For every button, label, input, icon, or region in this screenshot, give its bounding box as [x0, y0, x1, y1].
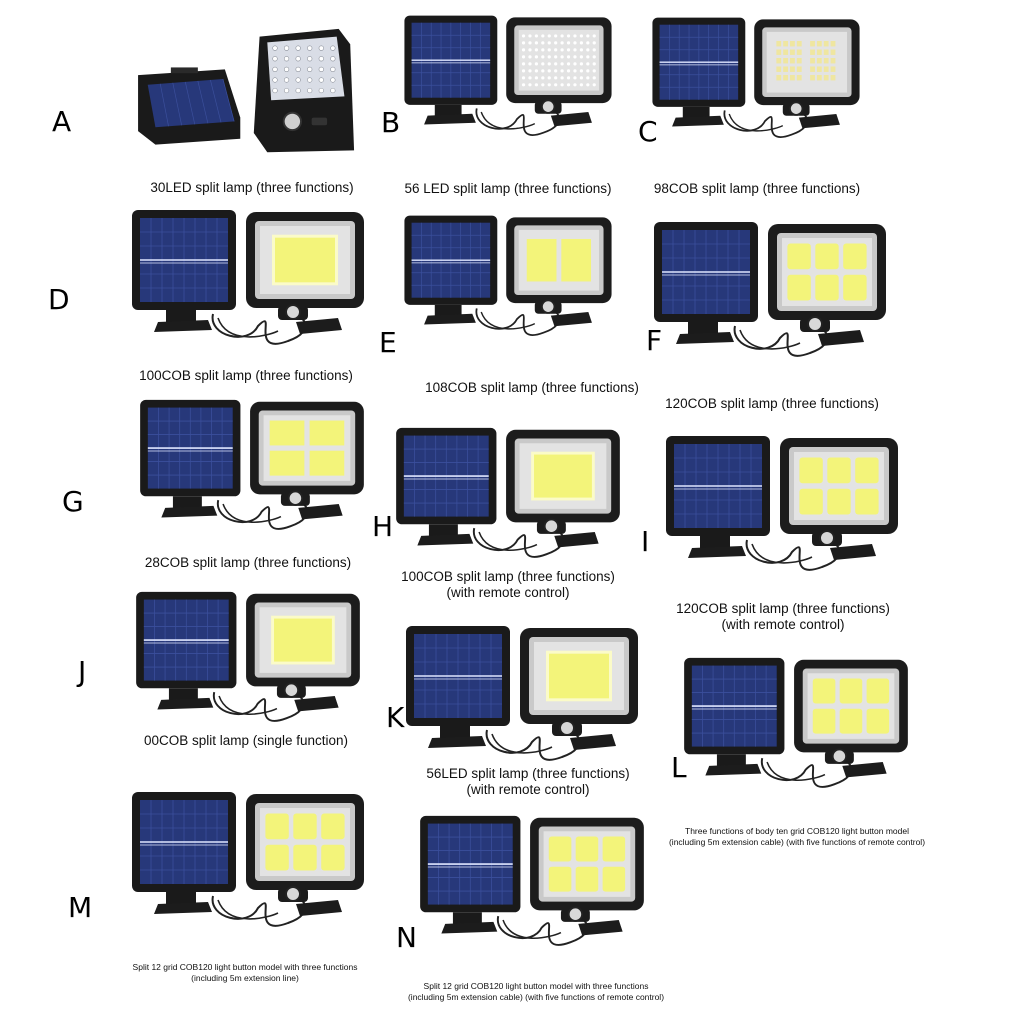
variant-caption-line: 98COB split lamp (three functions)	[653, 181, 861, 196]
solar-lamp-image-e	[404, 215, 612, 336]
variant-caption: Split 12 grid COB120 light button model …	[95, 962, 395, 983]
variant-caption-line: 56LED split lamp (three functions)	[426, 766, 630, 781]
variant-caption-line: 28COB split lamp (three functions)	[144, 555, 352, 570]
solar-lamp-image-a	[138, 28, 355, 153]
variant-letter-label: F	[646, 324, 663, 357]
variant-caption-line: 120COB split lamp (three functions)	[676, 601, 890, 616]
variant-caption-line: 100COB split lamp (three functions)	[401, 569, 615, 584]
variant-letter-label: L	[671, 751, 687, 784]
variant-caption-line: (including 5m extension line)	[191, 972, 299, 983]
variant-caption: 28COB split lamp (three functions)	[98, 555, 398, 571]
solar-lamp-image-m	[132, 792, 364, 927]
variant-caption-line: (with remote control)	[466, 782, 590, 797]
solar-lamp-image-f	[654, 222, 886, 357]
variant-letter-label: M	[68, 891, 93, 924]
solar-lamp-image-l	[684, 657, 908, 788]
variant-caption: 100COB split lamp (three functions)	[96, 368, 396, 384]
solar-lamp-image-k	[406, 626, 638, 761]
variant-letter-label: H	[372, 510, 394, 543]
solar-lamp-image-i	[666, 436, 898, 571]
variant-caption-line: (including 5m extension cable) (with fiv…	[407, 991, 665, 1002]
variant-letter-label: J	[78, 655, 87, 688]
variant-letter-label: E	[379, 326, 397, 359]
variant-letter-label: K	[386, 701, 405, 734]
solar-lamp-image-g	[140, 399, 364, 530]
variant-caption-line: 120COB split lamp (three functions)	[665, 396, 879, 411]
variant-caption-line: Split 12 grid COB120 light button model …	[423, 981, 649, 991]
variant-caption-line: 30LED split lamp (three functions)	[150, 180, 354, 195]
variant-caption: 56LED split lamp (three functions)(with …	[378, 766, 678, 798]
variant-caption: Three functions of body ten grid COB120 …	[647, 826, 947, 847]
variant-caption-line: Split 12 grid COB120 light button model …	[132, 962, 358, 972]
variant-caption-line: 56 LED split lamp (three functions)	[404, 181, 612, 196]
variant-caption: 56 LED split lamp (three functions)	[358, 181, 658, 197]
variant-caption-line: (with remote control)	[446, 585, 570, 600]
variant-caption: 100COB split lamp (three functions)(with…	[358, 569, 658, 601]
solar-lamp-image-h	[396, 427, 620, 558]
variant-caption: 120COB split lamp (three functions)(with…	[633, 601, 933, 633]
solar-lamp-image-c	[652, 17, 860, 138]
variant-caption-line: (with remote control)	[721, 617, 845, 632]
variant-caption-line: (including 5m extension cable) (with fiv…	[668, 836, 926, 847]
variant-caption-line: 100COB split lamp (three functions)	[139, 368, 353, 383]
variant-caption-line: Three functions of body ten grid COB120 …	[685, 826, 909, 836]
variant-caption: 120COB split lamp (three functions)	[622, 396, 922, 412]
variant-caption-line: 00COB split lamp (single function)	[143, 733, 349, 748]
variant-caption: 98COB split lamp (three functions)	[607, 181, 907, 197]
solar-lamp-image-j	[136, 591, 360, 722]
variant-letter-label: B	[381, 106, 401, 139]
solar-lamp-image-n	[420, 815, 644, 946]
variant-letter-label: N	[396, 921, 417, 954]
variant-caption: Split 12 grid COB120 light button model …	[386, 981, 686, 1002]
variant-caption: 30LED split lamp (three functions)	[102, 180, 402, 196]
variant-letter-label: A	[52, 105, 72, 138]
variant-caption-line: 108COB split lamp (three functions)	[425, 380, 639, 395]
variant-letter-label: D	[48, 283, 70, 316]
variant-letter-label: G	[62, 485, 84, 518]
variant-letter-label: I	[641, 525, 650, 558]
variant-letter-label: C	[638, 115, 658, 148]
solar-lamp-image-b	[404, 15, 612, 136]
variant-caption: 00COB split lamp (single function)	[96, 733, 396, 749]
solar-lamp-image-d	[132, 210, 364, 345]
variant-caption: 108COB split lamp (three functions)	[382, 380, 682, 396]
